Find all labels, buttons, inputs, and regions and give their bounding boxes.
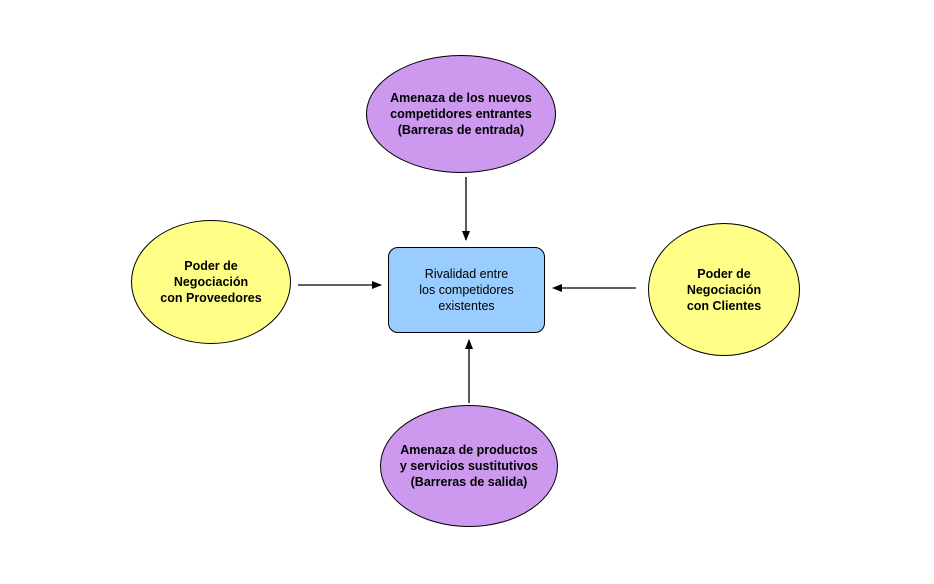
threat-substitutes-node: Amenaza de productos y servicios sustitu… <box>380 405 558 527</box>
supplier-power-node: Poder de Negociación con Proveedores <box>131 220 291 344</box>
supplier-power-label: Poder de Negociación con Proveedores <box>160 259 262 305</box>
buyer-power-node: Poder de Negociación con Clientes <box>648 223 800 356</box>
buyer-power-label: Poder de Negociación con Clientes <box>686 266 762 313</box>
threat-substitutes-label: Amenaza de productos y servicios sustitu… <box>399 443 539 489</box>
competitive-rivalry-label: Rivalidad entre los competidores existen… <box>419 267 514 313</box>
threat-new-entrants-label: Amenaza de los nuevos competidores entra… <box>390 91 532 137</box>
threat-new-entrants-node: Amenaza de los nuevos competidores entra… <box>366 55 556 173</box>
competitive-rivalry-node: Rivalidad entre los competidores existen… <box>388 247 545 333</box>
